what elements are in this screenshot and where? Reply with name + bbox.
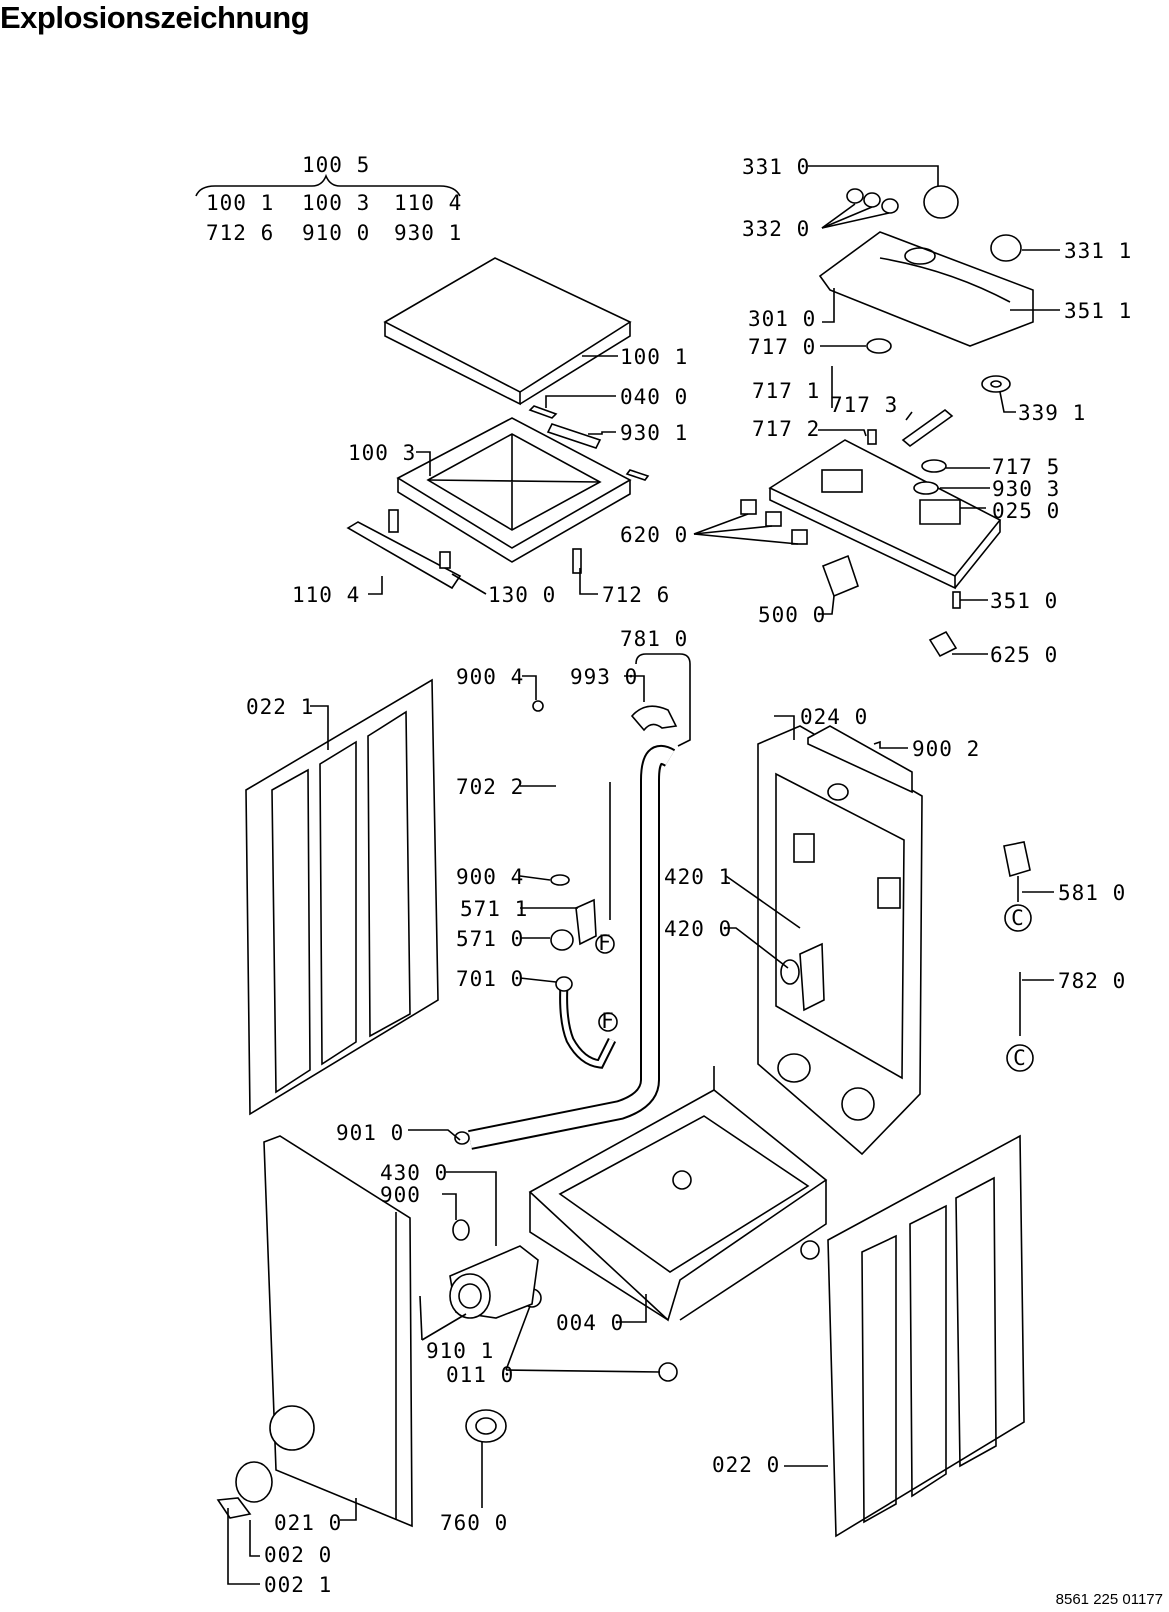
label-9004-bottom: 900 4 <box>456 865 524 889</box>
label-1001-group: 100 1 <box>206 191 274 215</box>
label-7171: 717 1 <box>752 379 820 403</box>
label-9301: 930 1 <box>620 421 688 445</box>
label-1104-group: 110 4 <box>394 191 462 215</box>
label-4300: 430 0 <box>380 1161 448 1185</box>
cable-parts <box>1003 841 1031 1036</box>
label-1001: 100 1 <box>620 345 688 369</box>
label-0220: 022 0 <box>712 1453 780 1477</box>
label-3311: 331 1 <box>1064 239 1132 263</box>
part-labels: 100 5 100 1 100 3 110 4 712 6 910 0 930 … <box>206 153 1132 1597</box>
label-9930: 993 0 <box>570 665 638 689</box>
label-5711: 571 1 <box>460 897 528 921</box>
label-5810: 581 0 <box>1058 881 1126 905</box>
label-3510: 351 0 <box>990 589 1058 613</box>
label-1104: 110 4 <box>292 583 360 607</box>
label-7175: 717 5 <box>992 455 1060 479</box>
side-panel-right <box>827 1134 1025 1538</box>
label-6250: 625 0 <box>990 643 1058 667</box>
label-0400: 040 0 <box>620 385 688 409</box>
label-7010: 701 0 <box>456 967 524 991</box>
marker-c-1: C <box>1011 906 1025 930</box>
label-7600: 760 0 <box>440 1511 508 1535</box>
label-7820: 782 0 <box>1058 969 1126 993</box>
label-9002: 900 2 <box>912 737 980 761</box>
label-0250: 025 0 <box>992 499 1060 523</box>
label-4200: 420 0 <box>664 917 732 941</box>
marker-f-2: F <box>601 1009 615 1033</box>
label-0110: 011 0 <box>446 1363 514 1387</box>
label-0210: 021 0 <box>274 1511 342 1535</box>
label-0221: 022 1 <box>246 695 314 719</box>
label-7022: 702 2 <box>456 775 524 799</box>
rear-panel <box>757 725 923 1156</box>
label-0240: 024 0 <box>800 705 868 729</box>
label-3310: 331 0 <box>742 155 810 179</box>
label-7126: 712 6 <box>602 583 670 607</box>
label-3511: 351 1 <box>1064 299 1132 323</box>
label-1003-group: 100 3 <box>302 191 370 215</box>
label-9101: 910 1 <box>426 1339 494 1363</box>
label-7173: 717 3 <box>830 393 898 417</box>
label-4201: 420 1 <box>664 865 732 889</box>
label-1003: 100 3 <box>348 441 416 465</box>
drain-pump <box>449 1131 539 1443</box>
side-panel-left <box>245 678 439 1116</box>
front-panel <box>216 1135 413 1528</box>
base-frame <box>522 1066 828 1382</box>
control-panel-assembly <box>740 185 1034 658</box>
label-6200: 620 0 <box>620 523 688 547</box>
hoses <box>468 700 678 1150</box>
connector-markers: F F C C <box>595 904 1034 1072</box>
label-7172: 717 2 <box>752 417 820 441</box>
label-5710: 571 0 <box>456 927 524 951</box>
label-7126-group: 712 6 <box>206 221 274 245</box>
label-9010: 901 0 <box>336 1121 404 1145</box>
label-9100: 910 0 <box>302 221 370 245</box>
label-3320: 332 0 <box>742 217 810 241</box>
document-number: 8561 225 01177 <box>1055 1591 1163 1608</box>
label-3391: 339 1 <box>1018 401 1086 425</box>
label-0040: 004 0 <box>556 1311 624 1335</box>
label-3010: 301 0 <box>748 307 816 331</box>
label-1300: 130 0 <box>488 583 556 607</box>
page-title: Explosionszeichnung <box>0 0 310 35</box>
leader-lines <box>227 165 1060 1585</box>
marker-c-2: C <box>1013 1046 1027 1070</box>
label-0021: 002 1 <box>264 1573 332 1597</box>
label-0020: 002 0 <box>264 1543 332 1567</box>
label-7810: 781 0 <box>620 627 688 651</box>
marker-f-1: F <box>598 931 612 955</box>
lid-assembly <box>195 173 650 590</box>
label-9303: 930 3 <box>992 477 1060 501</box>
label-9004-top: 900 4 <box>456 665 524 689</box>
label-9301-group: 930 1 <box>394 221 462 245</box>
label-7170: 717 0 <box>748 335 816 359</box>
label-5000: 500 0 <box>758 603 826 627</box>
label-900: 900 <box>380 1183 421 1207</box>
label-1005: 100 5 <box>302 153 370 177</box>
